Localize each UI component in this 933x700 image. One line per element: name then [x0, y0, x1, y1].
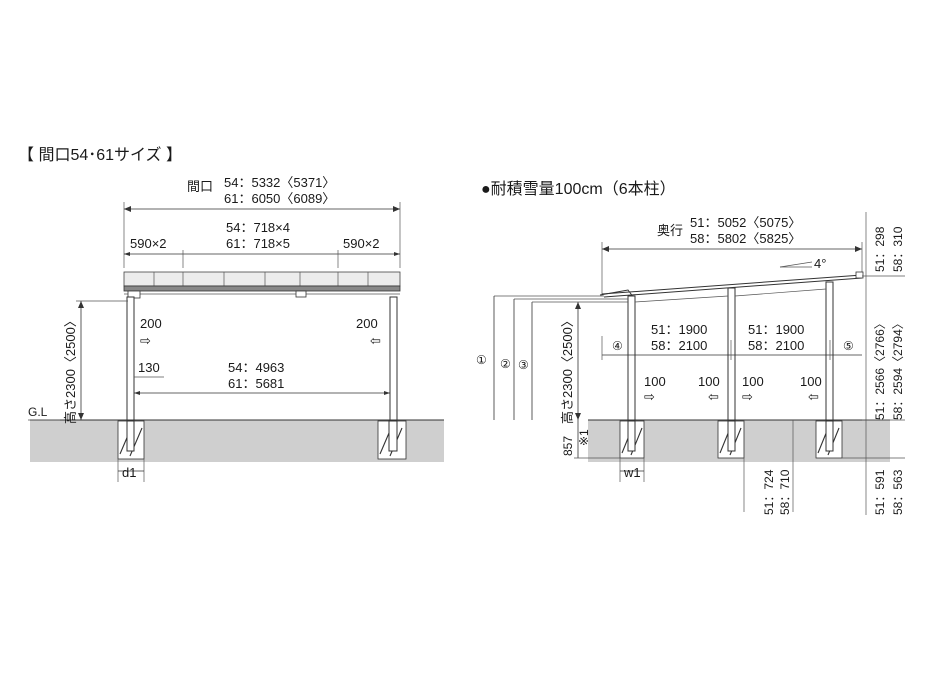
front-width-label: 間口	[187, 179, 213, 194]
front-end-left: 590×2	[130, 236, 167, 251]
side-bay2-58: 58：2100	[748, 338, 804, 353]
side-right-post-58: 58：2594〈2794〉	[891, 317, 905, 420]
front-overhang-right-arrow: ⇦	[370, 333, 381, 348]
slope-line	[779, 261, 813, 268]
front-offset: 130	[138, 360, 160, 375]
front-height-dimension	[76, 300, 128, 420]
side-mid-b-51: 51：724	[762, 469, 776, 515]
front-height-label: 高さ2300〈2500〉	[63, 314, 78, 424]
side-right-h-58: 58：310	[891, 226, 905, 272]
side-note: ※1	[577, 429, 591, 446]
front-width-54: 54：5332〈5371〉	[224, 175, 335, 190]
front-post-right	[389, 296, 398, 421]
front-span-61: 61：5681	[228, 376, 284, 391]
side-embed: 857	[561, 436, 575, 456]
front-ground-label: G.L	[28, 405, 48, 419]
side-depth-51: 51：5052〈5075〉	[690, 215, 801, 230]
side-ov4: 100	[800, 374, 822, 389]
side-marker-4: ④	[612, 339, 623, 353]
side-marker-1: ①	[476, 353, 487, 367]
side-ov3: 100	[742, 374, 764, 389]
front-span-54: 54：4963	[228, 360, 284, 375]
side-mid-b-58: 58：710	[778, 469, 792, 515]
side-depth-dimension-line	[601, 242, 863, 296]
side-ov2-arrow: ⇦	[708, 389, 719, 404]
front-overhang-left-arrow: ⇨	[140, 333, 151, 348]
front-footing-right	[377, 420, 407, 460]
side-view: ●耐積雪量100cm（6本柱） 奥行 51：5052〈5075〉 58：5802…	[476, 180, 905, 515]
front-post-left	[126, 296, 135, 421]
side-footing-width: w1	[623, 465, 641, 480]
side-ov4-arrow: ⇦	[808, 389, 819, 404]
side-bay1-58: 58：2100	[651, 338, 707, 353]
side-slope: 4°	[814, 256, 826, 271]
front-roof	[123, 271, 401, 299]
side-post-front	[627, 295, 636, 421]
front-rafter-54: 54：718×4	[226, 220, 290, 235]
front-width-dimension-line	[123, 202, 401, 268]
side-right-b-51: 51：591	[873, 469, 887, 515]
side-ov1: 100	[644, 374, 666, 389]
front-overhang-left: 200	[140, 316, 162, 331]
front-view-title: 【 間口54･61サイズ 】	[18, 146, 182, 164]
side-depth-label: 奥行	[657, 223, 683, 238]
side-footing-front	[619, 420, 645, 459]
side-marker-2: ②	[500, 357, 511, 371]
side-bay2-51: 51：1900	[748, 322, 804, 337]
side-ov2: 100	[698, 374, 720, 389]
side-right-post-51: 51：2566〈2766〉	[873, 317, 887, 420]
front-width-61: 61：6050〈6089〉	[224, 191, 335, 206]
side-marker-3: ③	[518, 358, 529, 372]
side-post-middle	[727, 287, 736, 421]
front-rafter-61: 61：718×5	[226, 236, 290, 251]
side-bay1-51: 51：1900	[651, 322, 707, 337]
side-depth-58: 58：5802〈5825〉	[690, 231, 801, 246]
front-end-right: 590×2	[343, 236, 380, 251]
front-overhang-right: 200	[356, 316, 378, 331]
front-footing-width: d1	[122, 465, 136, 480]
side-height-label: 高さ2300〈2500〉	[560, 314, 575, 424]
side-post-rear	[825, 281, 834, 421]
side-view-title: ●耐積雪量100cm（6本柱）	[481, 180, 676, 198]
side-right-h-51: 51：298	[873, 226, 887, 272]
side-footing-rear	[815, 420, 843, 459]
side-right-b-58: 58：563	[891, 469, 905, 515]
side-footing-middle	[717, 420, 745, 459]
side-marker-5: ⑤	[843, 339, 854, 353]
front-rafter-dimension-line	[124, 250, 400, 268]
front-footing-left	[117, 420, 145, 460]
front-ground	[30, 420, 444, 462]
side-ov1-arrow: ⇨	[644, 389, 655, 404]
side-ov3-arrow: ⇨	[742, 389, 753, 404]
front-view: 【 間口54･61サイズ 】 間口 54：5332〈5371〉 61：6050〈…	[18, 146, 444, 482]
